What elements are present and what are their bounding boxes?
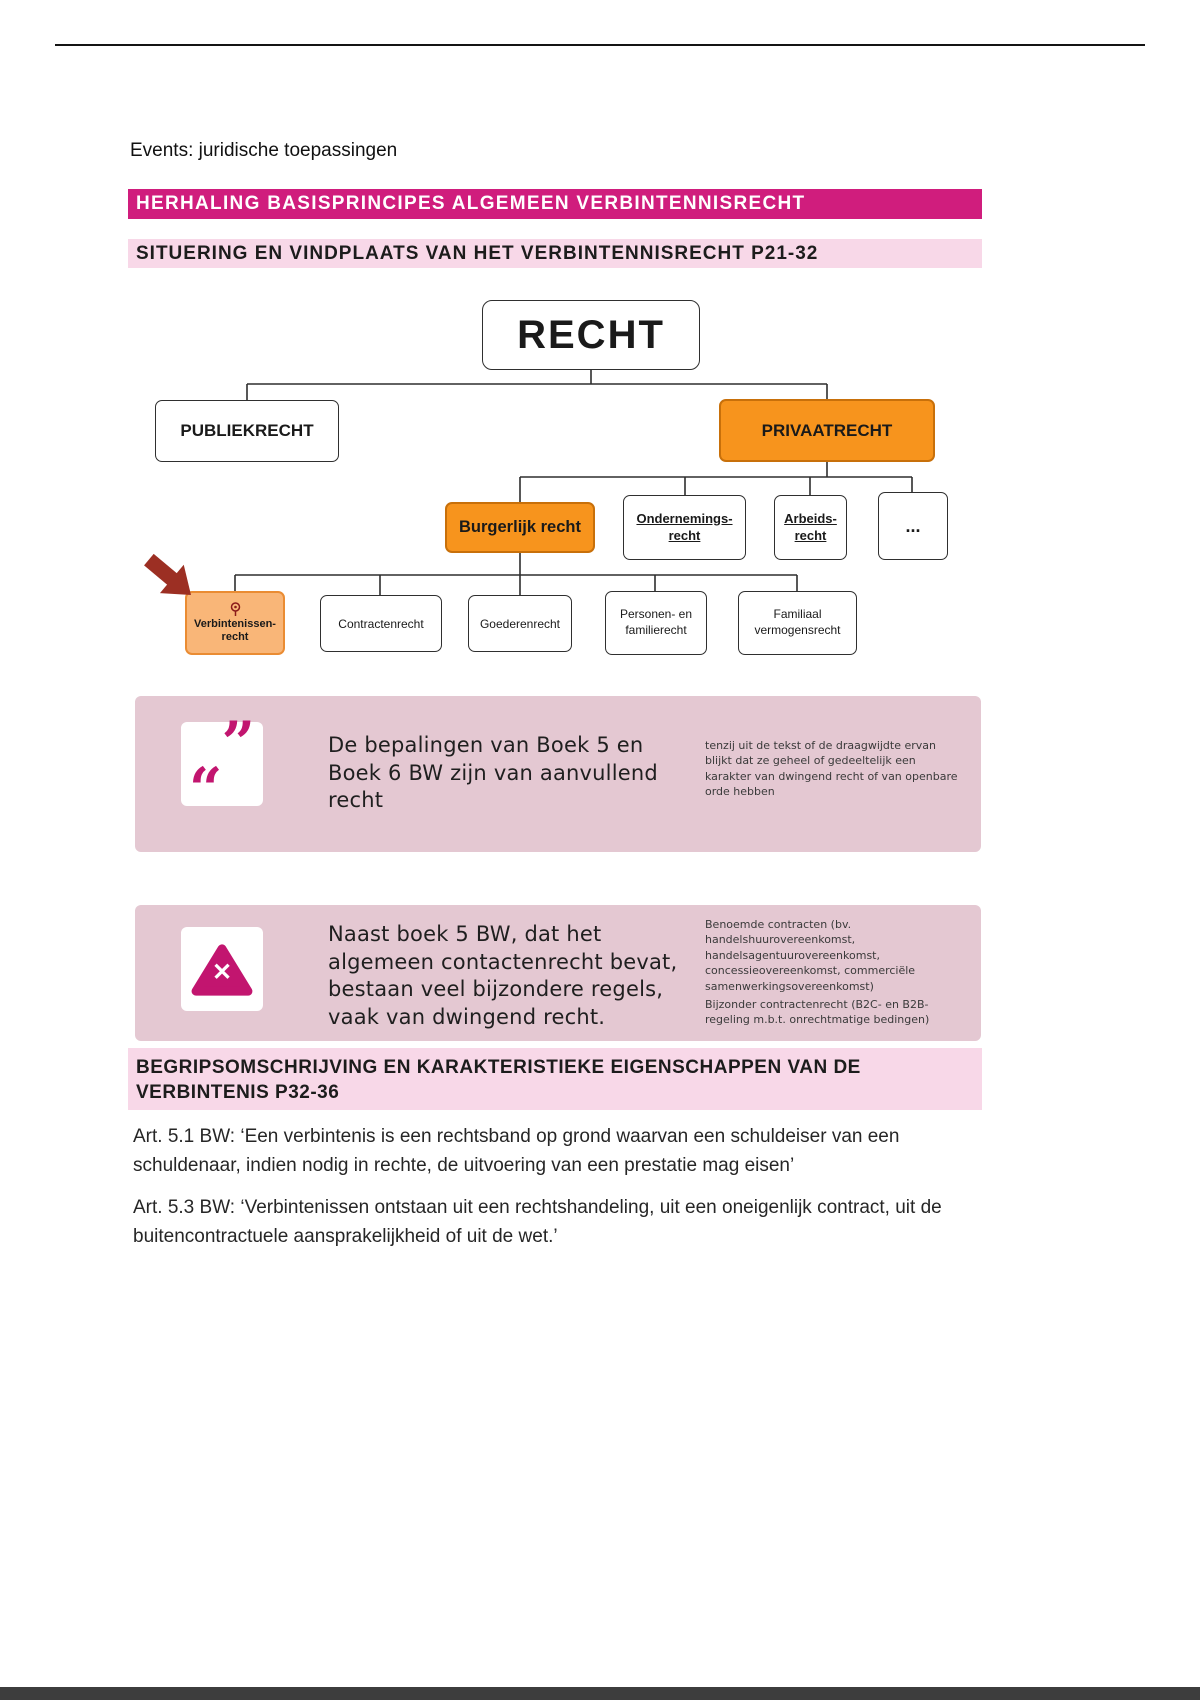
heading-banner-situering: SITUERING EN VINDPLAATS VAN HET VERBINTE… (128, 239, 982, 268)
node-label: Contractenrecht (338, 616, 424, 631)
heading-banner-herhaling: HERHALING BASISPRINCIPES ALGEMEEN VERBIN… (128, 189, 982, 219)
callout-bijzondere-regels: ✕ Naast boek 5 BW, dat het algemeen cont… (135, 905, 981, 1041)
callout-text: Naast boek 5 BW, dat het algemeen contac… (328, 922, 678, 1030)
diagram-node-recht: RECHT (482, 300, 700, 370)
x-mark-glyph: ✕ (211, 959, 233, 986)
heading-banner-begripsomschrijving: BEGRIPSOMSCHRIJVING EN KARAKTERISTIEKE E… (128, 1048, 982, 1110)
page-title: Events: juridische toepassingen (130, 140, 398, 161)
node-label: Arbeids-recht (784, 510, 837, 543)
node-label: RECHT (517, 312, 665, 357)
diagram-node-goederenrecht: Goederenrecht (468, 595, 572, 652)
quote-open-glyph: “ (189, 755, 223, 823)
diagram-node-personen-familierecht: Personen- en familierecht (605, 591, 707, 655)
location-pin-icon (230, 602, 240, 617)
diagram-node-familiaal-vermogensrecht: Familiaal vermogensrecht (738, 591, 857, 655)
diagram-node-ondernemingsrecht: Ondernemings-recht (623, 495, 746, 560)
node-label: Familiaal vermogensrecht (754, 607, 841, 637)
node-label: Burgerlijk recht (459, 518, 581, 536)
node-label: Ondernemings-recht (636, 510, 733, 543)
page-bottom-edge (0, 1687, 1200, 1700)
warning-x-icon: ✕ (181, 927, 263, 1011)
diagram-node-contractenrecht: Contractenrecht (320, 595, 442, 652)
warning-triangle-icon (191, 944, 253, 996)
quote-close-glyph: ” (221, 709, 255, 777)
node-label: PUBLIEKRECHT (180, 421, 314, 440)
node-label: ... (905, 515, 921, 536)
callout-side-note: tenzij uit de tekst of de draagwijdte er… (705, 739, 958, 799)
diagram-node-privaatrecht: PRIVAATRECHT (719, 399, 935, 462)
paragraph-art-5-3: Art. 5.3 BW: ‘Verbintenissen ontstaan ui… (133, 1197, 942, 1248)
node-label: PRIVAATRECHT (761, 420, 893, 440)
diagram-node-ellipsis: ... (878, 492, 948, 560)
diagram-node-verbintenissenrecht: Verbintenissen-recht (185, 591, 285, 655)
node-label: Personen- en familierecht (619, 607, 693, 637)
callout-aanvullend-recht: ” “ De bepalingen van Boek 5 en Boek 6 B… (135, 696, 981, 852)
diagram-node-burgerlijk-recht: Burgerlijk recht (445, 502, 595, 553)
callout-text: De bepalingen van Boek 5 en Boek 6 BW zi… (328, 733, 658, 813)
node-label: Verbintenissen-recht (194, 618, 276, 643)
callout-side-note: Bijzonder contractenrecht (B2C- en B2B-r… (705, 998, 930, 1027)
pointer-arrow-icon (144, 553, 192, 595)
diagram-node-arbeidsrecht: Arbeids-recht (774, 495, 847, 560)
quote-icon: ” “ (181, 714, 263, 818)
node-label: Goederenrecht (479, 616, 561, 631)
paragraph-art-5-1: Art. 5.1 BW: ‘Een verbintenis is een rec… (133, 1126, 900, 1177)
callout-side-note: Benoemde contracten (bv. handelshuurover… (705, 918, 916, 993)
diagram-node-publiekrecht: PUBLIEKRECHT (155, 400, 339, 462)
top-rule (55, 44, 1145, 46)
